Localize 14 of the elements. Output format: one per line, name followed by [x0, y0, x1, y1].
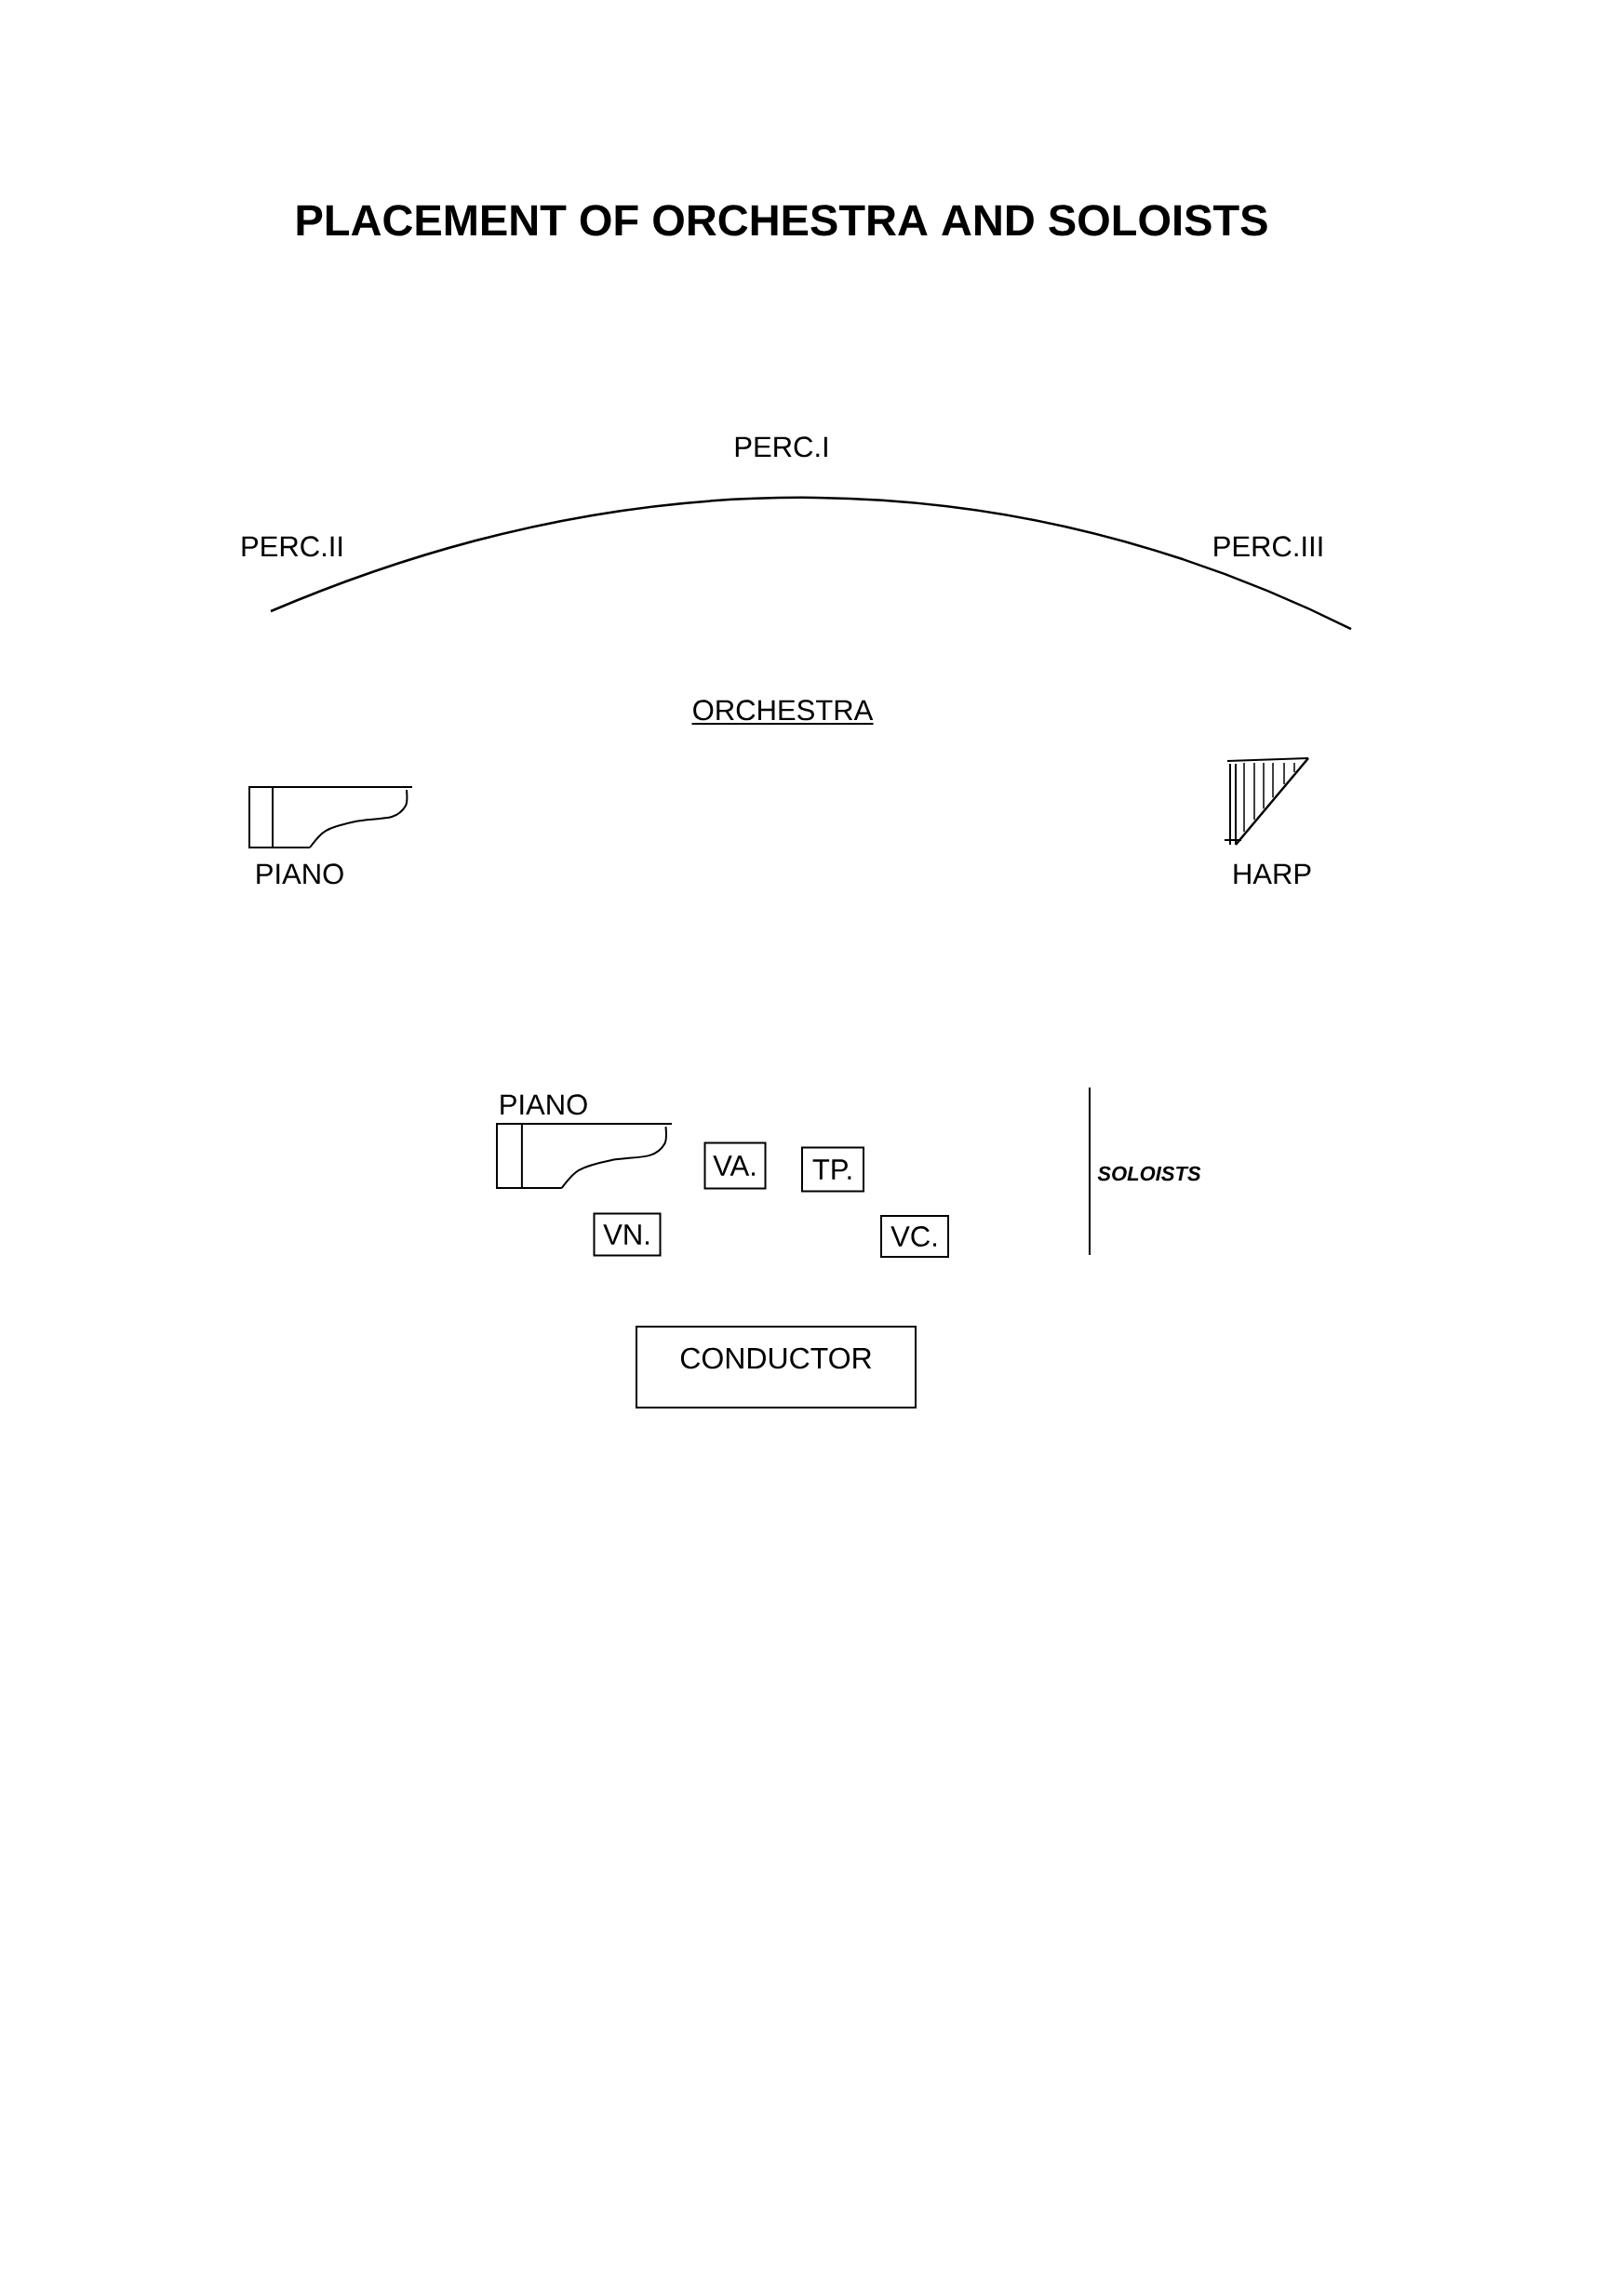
labeled-box: CONDUCTOR — [636, 1326, 917, 1408]
text-label: PERC.III — [1214, 536, 1322, 557]
text-label: SOLOISTS — [1097, 1166, 1201, 1181]
instrument-label: PIANO — [257, 863, 343, 885]
instrument-label: HARP — [1234, 863, 1311, 884]
title: PLACEMENT OF ORCHESTRA AND SOLOISTS — [297, 205, 1267, 236]
underlined-heading: ORCHESTRA — [690, 700, 875, 725]
labeled-box: VC. — [880, 1215, 949, 1258]
text-label: PERC.I — [735, 436, 827, 458]
instrument-label: PIANO — [501, 1094, 587, 1115]
text-label: PERC.II — [242, 536, 342, 557]
labeled-box: VA. — [703, 1141, 767, 1190]
labeled-box: TP. — [801, 1146, 864, 1193]
labeled-box: VN. — [593, 1212, 662, 1257]
